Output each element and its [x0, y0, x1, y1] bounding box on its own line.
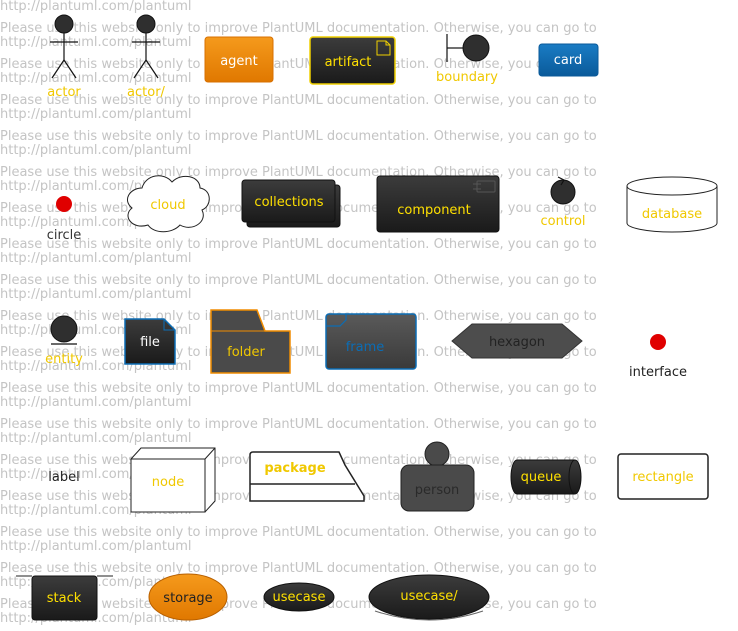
watermark-line: Please use this website only to improve … [0, 525, 597, 540]
stack-label: stack [47, 591, 82, 606]
watermark-line: http://plantuml.com/plantuml [0, 71, 192, 86]
actor-element: actor [47, 14, 81, 100]
actor-slash-element: actor/ [127, 14, 166, 100]
file-element: file [124, 318, 176, 365]
watermark-line: http://plantuml.com/plantuml [0, 431, 192, 446]
circle-element: circle [47, 196, 82, 243]
watermark-line: http://plantuml.com/plantuml [0, 0, 192, 14]
agent-element: agent [204, 36, 274, 83]
storage-label: storage [163, 591, 212, 606]
rectangle-label: rectangle [632, 470, 693, 485]
package-label: package [264, 461, 326, 476]
usecase-element: usecase [263, 582, 335, 612]
frame-label: frame [346, 340, 385, 355]
folder-label: folder [227, 345, 265, 360]
watermark-line: http://plantuml.com/plantuml [0, 395, 192, 410]
storage-element: storage [148, 573, 228, 621]
artifact-element: artifact [309, 36, 396, 85]
watermark-line: http://plantuml.com/plantuml [0, 539, 192, 554]
component-element: component [376, 175, 500, 233]
entity-label: entity [45, 352, 83, 367]
node-element: node [130, 447, 216, 513]
watermark-line: Please use this website only to improve … [0, 381, 597, 396]
actor-label: actor [47, 85, 81, 100]
collections-element: collections [241, 179, 341, 228]
queue-label: queue [521, 470, 562, 485]
usecase-slash-label: usecase/ [400, 589, 458, 604]
watermark-line: http://plantuml.com/plantuml [0, 251, 192, 266]
usecase-slash-element: usecase/ [368, 574, 490, 621]
watermark-line: Please use this website only to improve … [0, 93, 597, 108]
database-element: database [626, 176, 718, 233]
frame-element: frame [325, 313, 417, 370]
person-element: person [400, 441, 475, 512]
control-element: control [540, 176, 586, 229]
queue-element: queue [510, 459, 582, 495]
collections-label: collections [254, 195, 323, 210]
label-element: label [48, 470, 79, 485]
agent-label: agent [220, 54, 258, 69]
cloud-element: cloud [127, 175, 210, 233]
package-element: package [249, 451, 365, 502]
label-label: label [48, 470, 79, 485]
boundary-label: boundary [436, 70, 498, 85]
folder-element: folder [210, 309, 291, 374]
database-label: database [642, 207, 702, 222]
watermark-line: http://plantuml.com/plantuml [0, 107, 192, 122]
watermark-line: Please use this website only to improve … [0, 561, 597, 576]
actor-slash-label: actor/ [127, 85, 166, 100]
control-label: control [540, 214, 585, 229]
rectangle-element: rectangle [617, 453, 709, 500]
watermark-line: Please use this website only to improve … [0, 237, 597, 252]
person-label: person [415, 483, 460, 498]
entity-element: entity [45, 315, 83, 367]
boundary-element: boundary [436, 34, 498, 85]
node-label: node [152, 475, 184, 490]
card-label: card [554, 53, 582, 68]
watermark-line: http://plantuml.com/plantuml [0, 287, 192, 302]
interface-label: interface [629, 365, 687, 380]
cloud-label: cloud [150, 198, 185, 213]
interface-element: interface [629, 334, 687, 380]
hexagon-label: hexagon [489, 335, 545, 350]
watermark-line: Please use this website only to improve … [0, 129, 597, 144]
watermark-line: Please use this website only to improve … [0, 273, 597, 288]
file-label: file [140, 335, 160, 350]
stack-element: stack [16, 575, 113, 621]
hexagon-element: hexagon [451, 323, 583, 359]
watermark-line: http://plantuml.com/plantuml [0, 35, 192, 50]
artifact-label: artifact [325, 55, 372, 70]
card-element: card [538, 43, 599, 77]
component-label: component [397, 203, 471, 218]
watermark-line: Please use this website only to improve … [0, 417, 597, 432]
usecase-label: usecase [273, 590, 326, 605]
circle-label: circle [47, 228, 82, 243]
watermark-line: http://plantuml.com/plantuml [0, 143, 192, 158]
